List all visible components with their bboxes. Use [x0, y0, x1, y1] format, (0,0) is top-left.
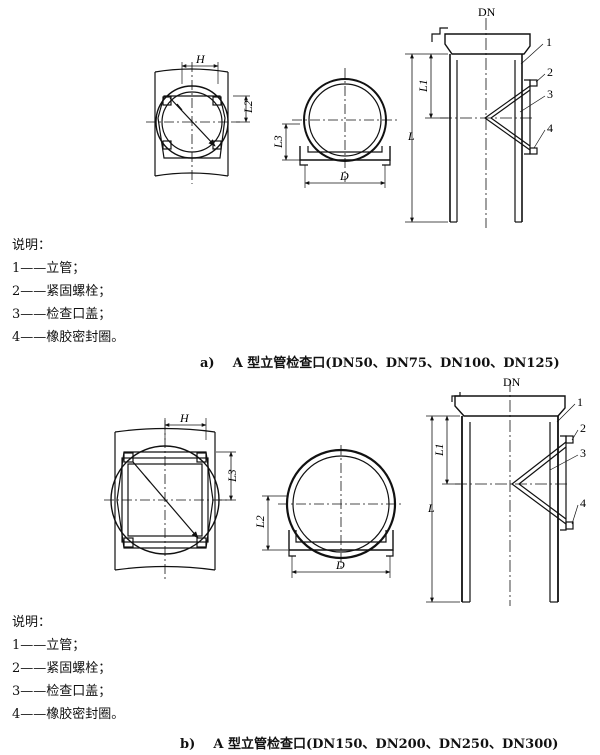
fig-b-label-l: L: [427, 501, 435, 515]
fig-a-side-view: [282, 68, 400, 188]
fig-a-legend-item-1: 1——立管；: [12, 261, 86, 276]
fig-b-legend-item-1: 1——立管；: [12, 638, 86, 653]
fig-a-label-l: L: [407, 129, 415, 143]
fig-b-legend-item-3: 3——检查口盖；: [12, 684, 112, 699]
fig-b-side-view: [262, 445, 404, 578]
fig-b-label-d: D: [335, 558, 345, 572]
fig-a-section-view: [405, 18, 546, 228]
fig-b-callout-2: 2: [580, 421, 586, 435]
fig-b-caption-letter: b): [180, 737, 196, 752]
fig-a-legend: 说明： 1——立管； 2——紧固螺栓； 3——检查口盖； 4——橡胶密封圈。: [12, 234, 124, 349]
fig-b-callout-3: 3: [580, 446, 586, 460]
fig-b-caption: b) A 型立管检查口(DN150、DN200、DN250、DN300): [180, 733, 558, 752]
fig-b-section-view: [426, 380, 579, 606]
fig-a-caption-text: A 型立管检查口(DN50、DN75、DN100、DN125): [232, 356, 560, 371]
fig-b-legend-title: 说明：: [12, 615, 52, 630]
fig-a-caption-letter: a): [200, 356, 215, 371]
fig-b-label-l1: L1: [432, 443, 446, 457]
fig-b-callout-1: 1: [577, 395, 583, 409]
fig-a-label-d: D: [339, 169, 349, 183]
fig-a-label-l2: L2: [241, 100, 255, 114]
fig-a-callout-3: 3: [547, 87, 553, 101]
fig-a-caption: a) A 型立管检查口(DN50、DN75、DN100、DN125): [200, 352, 560, 371]
fig-a-legend-item-2: 2——紧固螺栓；: [12, 284, 112, 299]
fig-b-label-l3: L3: [225, 469, 239, 483]
fig-a-legend-item-3: 3——检查口盖；: [12, 307, 112, 322]
fig-b-legend: 说明： 1——立管； 2——紧固螺栓； 3——检查口盖； 4——橡胶密封圈。: [12, 611, 124, 726]
fig-a-callout-4: 4: [547, 121, 553, 135]
fig-b-legend-item-2: 2——紧固螺栓；: [12, 661, 112, 676]
fig-a-label-l1: L1: [416, 79, 430, 93]
fig-a-callout-2: 2: [547, 65, 553, 79]
fig-a-label-h: H: [195, 52, 206, 66]
fig-b-callout-4: 4: [580, 496, 586, 510]
fig-a-front-view: [146, 62, 250, 184]
fig-a-label-l3: L3: [271, 135, 285, 149]
fig-b-caption-text: A 型立管检查口(DN150、DN200、DN250、DN300): [213, 737, 559, 752]
fig-b-label-dn: DN: [503, 375, 521, 389]
fig-b-front-view: [104, 418, 236, 580]
fig-a-label-dn: DN: [478, 5, 496, 19]
fig-a-callout-1: 1: [546, 35, 552, 49]
fig-a-legend-item-4: 4——橡胶密封圈。: [12, 330, 125, 345]
fig-a-legend-title: 说明：: [12, 238, 52, 253]
fig-b-label-l2: L2: [253, 515, 267, 529]
fig-b-legend-item-4: 4——橡胶密封圈。: [12, 707, 125, 722]
fig-b-label-h: H: [179, 411, 190, 425]
